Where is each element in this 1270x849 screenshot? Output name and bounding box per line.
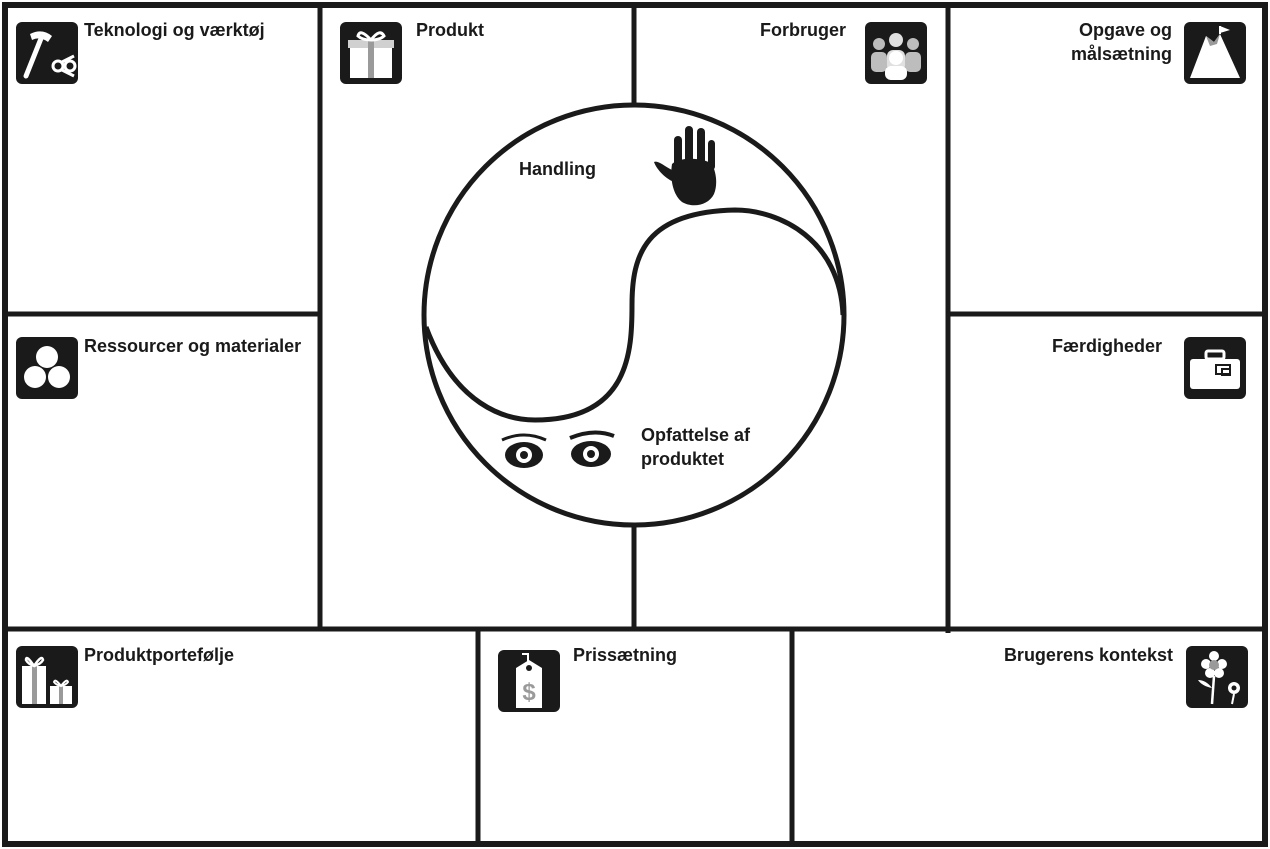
gift-box-icon (340, 22, 402, 84)
price-tag-icon: $ (498, 650, 560, 712)
hammer-and-pliers-icon (16, 22, 78, 84)
cell-title-skills: Færdigheder (1051, 336, 1162, 356)
center-circle (421, 102, 847, 528)
center-label-perception-line2: produktet (641, 449, 724, 469)
center-label-perception: Opfattelse af produktet (641, 423, 750, 471)
gift-boxes-icon (16, 646, 78, 708)
briefcase-icon (1184, 337, 1246, 399)
cell-title-task-line2: målsætning (1070, 44, 1172, 64)
eyes-icon (501, 430, 615, 468)
flowers-icon (1186, 646, 1248, 708)
cell-title-task-line1: Opgave og (1078, 20, 1172, 40)
cell-title-portfolio: Produktportefølje (84, 645, 235, 665)
cell-title-consumer: Forbruger (759, 20, 846, 40)
cell-title-pricing: Prissætning (573, 645, 678, 665)
cell-title-resources: Ressourcer og materialer (84, 336, 302, 356)
handprint-icon (654, 126, 717, 206)
cell-title-task: Opgave og målsætning (1000, 18, 1172, 66)
people-group-icon (865, 22, 927, 84)
cell-title-context: Brugerens kontekst (1003, 645, 1173, 665)
cell-title-tech: Teknologi og værktøj (84, 20, 265, 40)
three-circles-icon (16, 337, 78, 399)
yin-yang-curve (423, 207, 846, 423)
center-label-action: Handling (519, 159, 596, 179)
cell-title-product: Produkt (416, 20, 485, 40)
svg-text:$: $ (522, 679, 536, 706)
mountain-flag-icon (1184, 22, 1246, 84)
center-label-perception-line1: Opfattelse af (641, 425, 751, 445)
